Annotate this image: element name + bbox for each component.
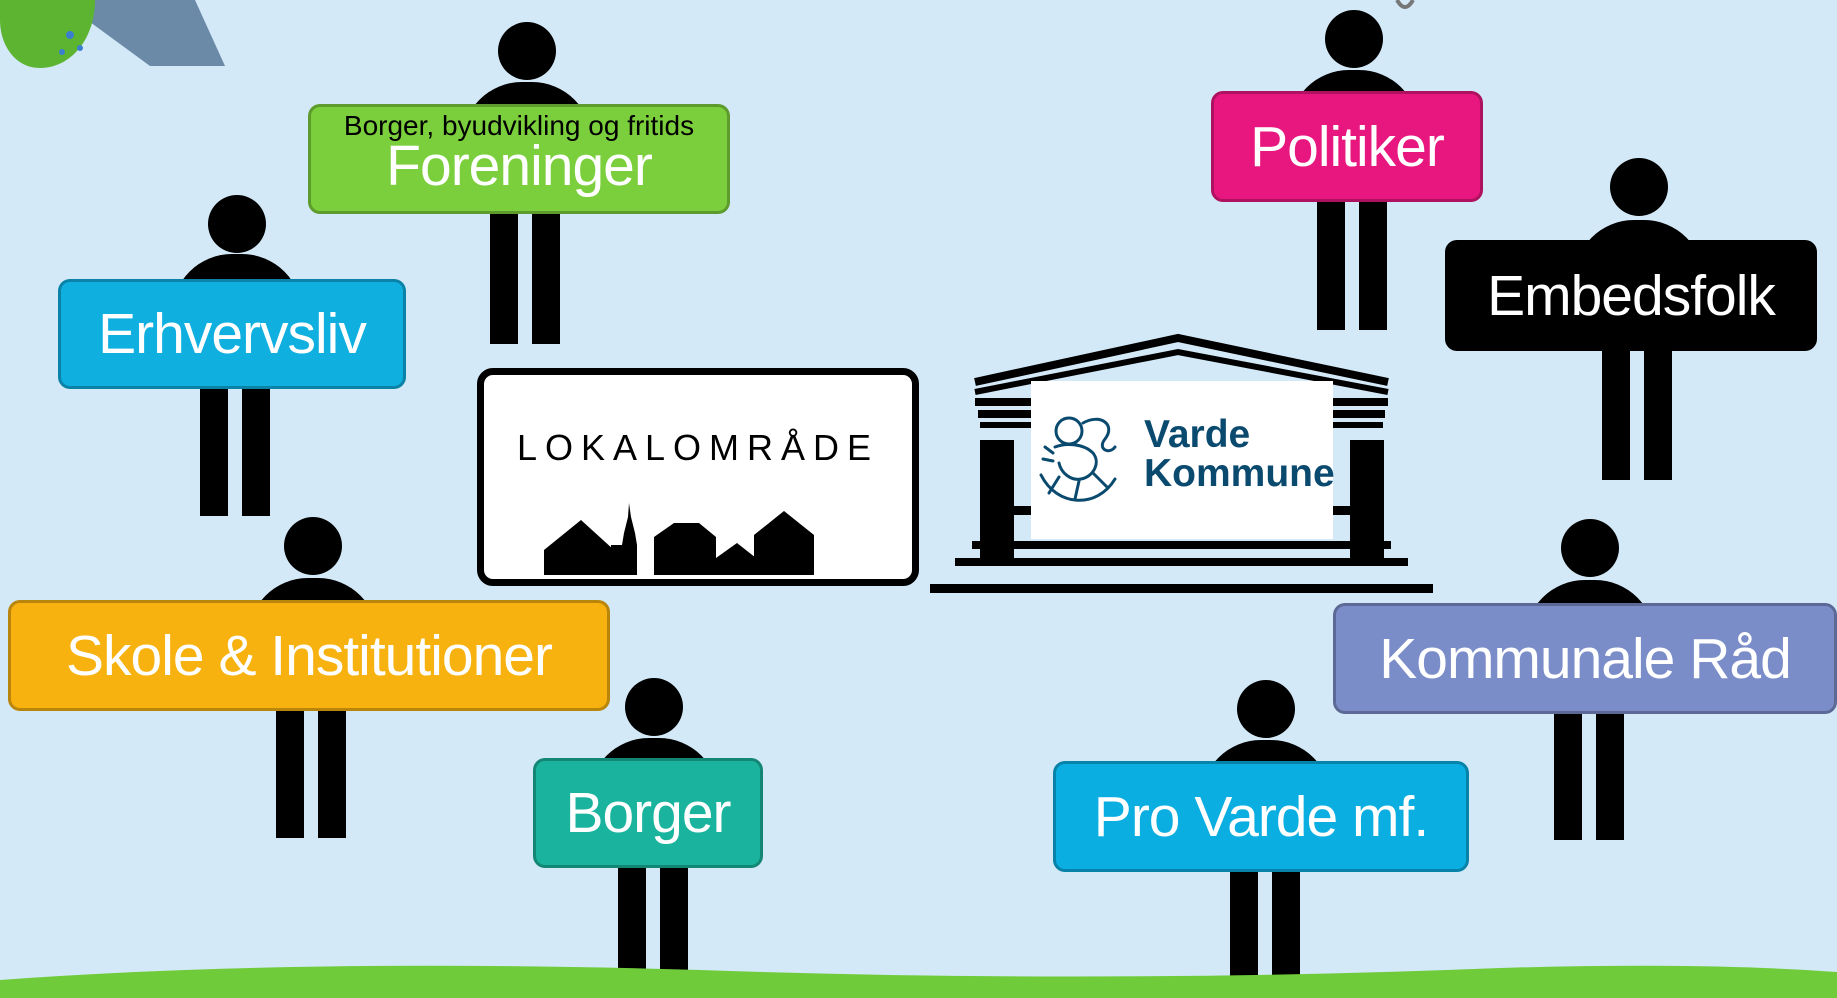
person-head	[1610, 158, 1668, 216]
person-head	[498, 22, 556, 80]
lokalomraade-text: LOKALOMRÅDE	[516, 427, 880, 468]
person-head	[284, 517, 342, 575]
sign-embedsfolk: Embedsfolk	[1445, 240, 1817, 351]
sign-skole: Skole & Institutioner	[8, 600, 610, 711]
logo-fragment-right	[1395, 0, 1415, 9]
sign-politiker: Politiker	[1211, 91, 1483, 202]
sign-foreninger-subtitle: Borger, byudvikling og fritids	[343, 110, 695, 141]
ground	[0, 965, 1837, 998]
lion-crest-icon	[1039, 416, 1117, 502]
person-leg	[532, 200, 560, 344]
sign-erhvervsliv: Erhvervsliv	[58, 279, 406, 389]
person-head	[1325, 10, 1383, 68]
person-leg	[1359, 195, 1387, 330]
sign-borger: Borger	[533, 758, 763, 868]
person-head	[1561, 519, 1619, 577]
person-leg	[1317, 195, 1345, 330]
varde-logo-line1: Varde	[1144, 413, 1251, 456]
person-leg	[1554, 700, 1582, 840]
person-leg	[1644, 345, 1672, 480]
logo-fragment	[0, 0, 225, 68]
town-silhouette-icon	[544, 503, 814, 575]
varde-logo-card: Varde Kommune	[1031, 381, 1335, 539]
sign-foreninger-label: Foreninger	[386, 134, 653, 198]
person-leg	[242, 380, 270, 516]
sign-foreninger: Borger, byudvikling og fritids Foreninge…	[308, 104, 730, 214]
person-leg	[200, 380, 228, 516]
varde-logo-line2: Kommune	[1144, 452, 1335, 495]
person-leg	[1596, 700, 1624, 840]
person-leg	[318, 700, 346, 838]
sign-kommunale-raad: Kommunale Råd	[1333, 603, 1837, 714]
person-head	[625, 678, 683, 736]
person-head	[1237, 680, 1295, 738]
sign-pro-varde: Pro Varde mf.	[1053, 761, 1469, 872]
person-leg	[1230, 860, 1258, 998]
person-head	[208, 195, 266, 253]
person-leg	[276, 700, 304, 838]
person-leg	[1602, 345, 1630, 480]
lokalomraade-sign: LOKALOMRÅDE	[477, 368, 919, 586]
person-leg	[490, 200, 518, 344]
